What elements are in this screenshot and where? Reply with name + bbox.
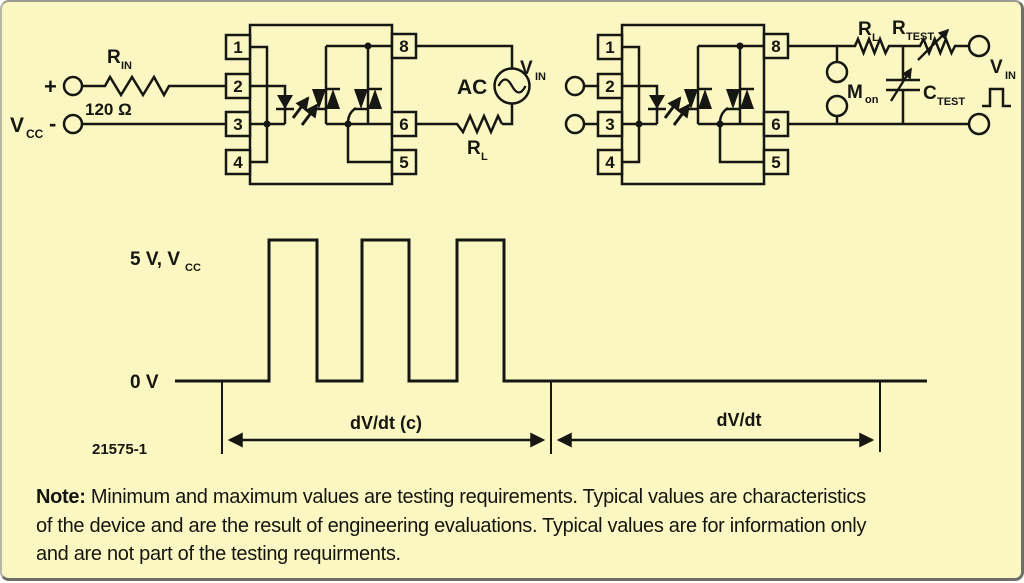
input-terminal (564, 75, 586, 97)
monitor-terminal (825, 94, 849, 118)
sine-icon (497, 78, 527, 94)
return-terminal (967, 112, 991, 136)
rin-label: R (107, 47, 121, 68)
high-level-label-sub: CC (185, 262, 201, 274)
ctest-label-sub: TEST (937, 96, 965, 108)
input-terminal (564, 113, 586, 135)
pin-number: 4 (605, 153, 615, 172)
ctest-variable-arrow (890, 67, 912, 102)
low-level-label: 0 V (130, 372, 159, 393)
plus-terminal (62, 75, 84, 97)
left-test-circuit: 1 2 3 4 8 6 5 + V CC - R IN 120 Ω AC V I… (10, 25, 546, 184)
rl-resistor (416, 112, 504, 136)
rtest-label-sub: TEST (906, 31, 934, 43)
note-line: of the device and are the result of engi… (36, 514, 867, 537)
note-paragraph: Note: Minimum and maximum values are tes… (36, 483, 1021, 569)
pin-number: 2 (605, 77, 614, 96)
ctest-label: C (923, 83, 937, 104)
optocoupler-ic (598, 25, 788, 184)
vin-label: V (520, 58, 533, 79)
vcc-terminal (62, 113, 84, 135)
note-line: Note: Minimum and maximum values are tes… (36, 483, 1021, 512)
ac-label: AC (457, 76, 487, 99)
pin-number: 6 (771, 115, 780, 134)
minus-label: - (49, 111, 56, 136)
note-line: and are not part of the testing requirme… (36, 543, 401, 565)
optocoupler-ic (226, 25, 416, 184)
pulse-train-trace (175, 238, 927, 383)
pin-number: 6 (399, 115, 408, 134)
pin8-to-ac-wire (416, 44, 514, 69)
resistance-value-label: 120 Ω (85, 100, 132, 119)
pin-number: 2 (233, 77, 242, 96)
vin-label-sub: IN (535, 71, 546, 83)
plus-label: + (44, 74, 57, 99)
pin-number: 8 (771, 37, 780, 56)
right-test-circuit: 1 2 3 4 8 6 5 (564, 18, 1016, 184)
rl-label: R (467, 138, 481, 159)
vcc-label-sub: CC (26, 127, 44, 141)
rtest-label: R (892, 18, 906, 39)
figure-number: 21575-1 (92, 441, 147, 458)
pin-number: 1 (233, 38, 242, 57)
pin-number: 5 (399, 153, 408, 172)
pulse-waveform-icon (982, 87, 1011, 108)
mon-label-sub: on (865, 94, 879, 106)
rl-label: R (858, 19, 872, 40)
vin-label: V (990, 57, 1003, 78)
rl-label-sub: L (481, 151, 488, 163)
waveform-diagram: 5 V, V CC 0 V dV/dt (c) dV/dt 21575-1 (92, 238, 927, 458)
rl-rtest-wire (788, 35, 969, 57)
high-level-label: 5 V, V (130, 249, 180, 270)
vin-terminal (967, 34, 991, 58)
rin-resistor (82, 74, 226, 98)
vin-label-sub: IN (1005, 70, 1016, 82)
rtest-variable-arrow (917, 28, 950, 61)
note-prefix: Note: (36, 486, 86, 508)
pin-number: 8 (399, 37, 408, 56)
pin-number: 3 (605, 115, 614, 134)
monitor-terminal (825, 60, 849, 84)
note-line-text: Minimum and maximum values are testing r… (85, 486, 866, 508)
mon-label: M (847, 82, 863, 103)
pin-number: 4 (233, 153, 243, 172)
vcc-label: V (10, 114, 24, 137)
pin-number: 1 (605, 38, 614, 57)
ac-bottom-wire (502, 103, 514, 126)
rin-label-sub: IN (121, 60, 132, 72)
rl-label-sub: L (872, 32, 879, 44)
pin-number: 3 (233, 115, 242, 134)
pin-number: 5 (771, 153, 780, 172)
interval-right-label: dV/dt (717, 410, 762, 430)
interval-left-label: dV/dt (c) (350, 413, 422, 433)
